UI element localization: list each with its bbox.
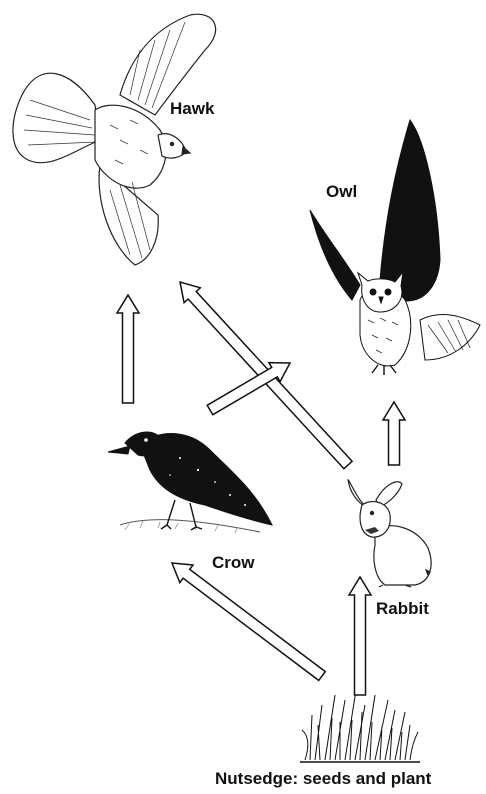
rabbit-icon [348,480,431,587]
grass-icon [300,690,420,762]
arrow-crow-to-hawk [117,295,139,403]
arrow-rabbit-to-owl [383,402,405,465]
owl-icon [310,120,480,375]
plant-label: Nutsedge: seeds and plant [215,769,431,789]
crow-label: Crow [212,553,255,573]
arrow-plant-to-rabbit [349,577,371,695]
rabbit-label: Rabbit [376,599,429,619]
owl-label: Owl [326,182,357,202]
arrow-plant-to-crow [172,563,325,680]
hawk-icon [13,14,216,265]
crow-icon [108,432,272,533]
hawk-label: Hawk [170,99,214,119]
